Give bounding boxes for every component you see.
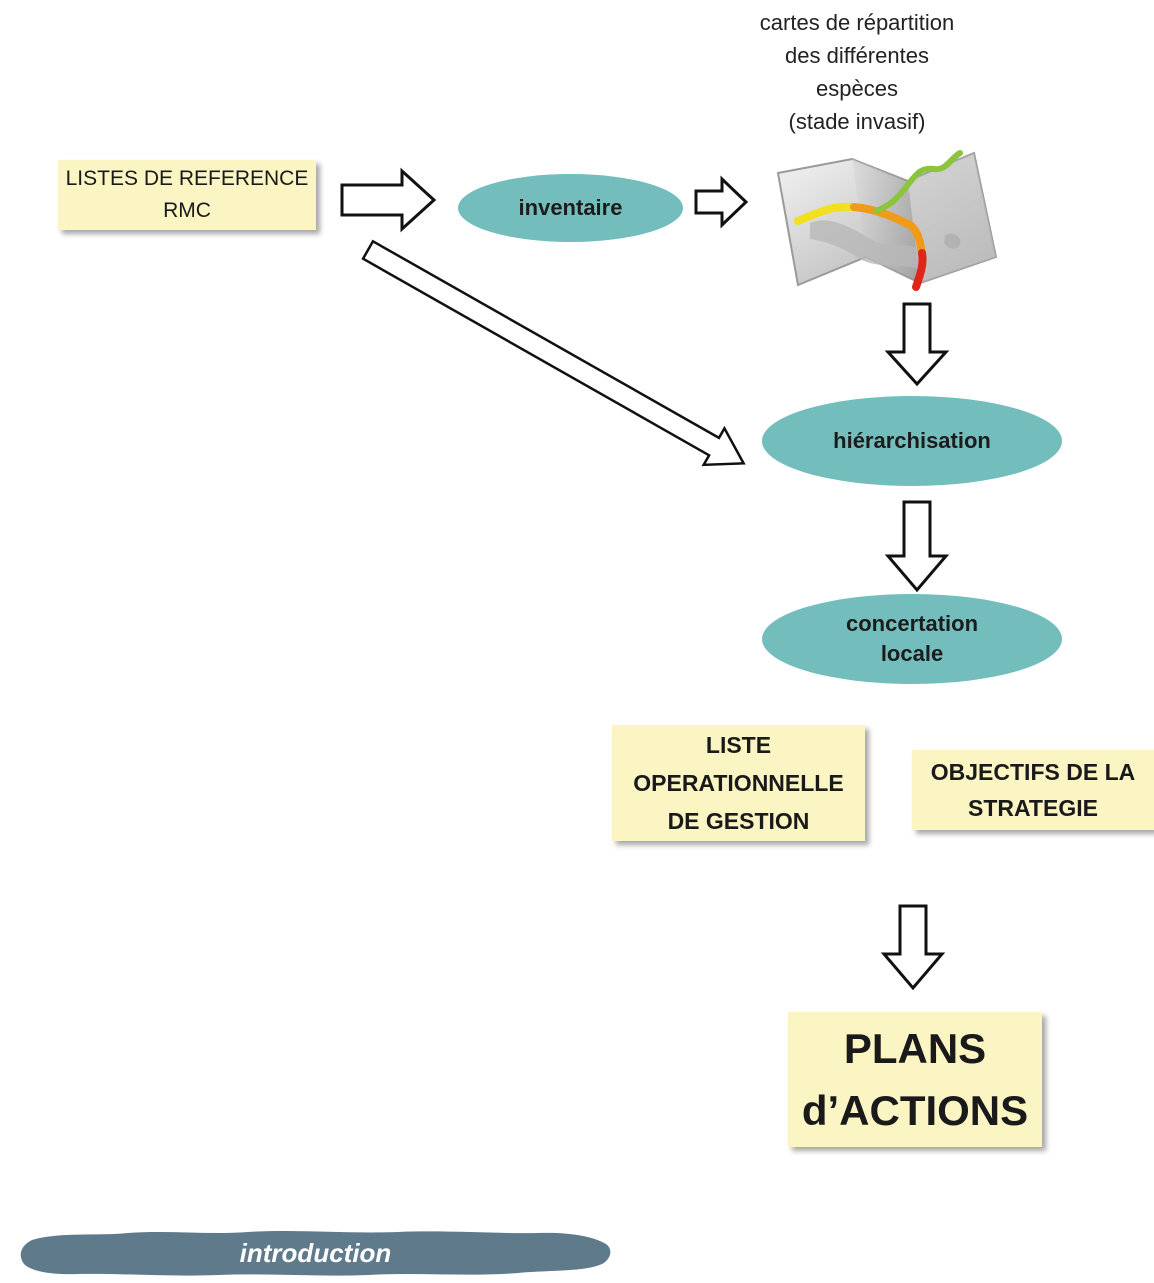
arrow-to-prioritization [361,239,746,467]
arrow-map-to-prioritization [884,302,950,387]
consultation-oval: concertation locale [762,594,1062,684]
action-plans-box: PLANS d’ACTIONS [788,1012,1042,1147]
introduction-banner[interactable]: introduction [18,1228,613,1278]
arrow-to-consultation [884,500,950,593]
action-plans-label: PLANS d’ACTIONS [801,1024,1029,1134]
inventory-label: inventaire [518,195,623,221]
strategy-objectives-label: OBJECTIFS DE LA STRATEGIE [930,759,1136,821]
map-icon [776,150,998,291]
reference-list-box: LISTES DE REFERENCE RMC [58,160,316,230]
arrow-to-map [694,175,749,229]
banner-background [20,1231,611,1276]
reference-list-label: LISTES DE REFERENCE RMC [65,167,309,222]
arrow-to-action-plans [880,904,946,991]
introduction-label: introduction [239,1237,392,1268]
strategy-objectives-box: OBJECTIFS DE LA STRATEGIE [912,750,1154,830]
prioritization-label: hiérarchisation [833,428,991,454]
operational-list-label: LISTE OPERATIONNELLE DE GESTION [633,732,844,834]
arrow-to-inventory [340,167,437,233]
consultation-label: concertation locale [845,611,979,666]
inventory-oval: inventaire [458,174,683,242]
operational-list-box: LISTE OPERATIONNELLE DE GESTION [612,725,865,841]
prioritization-oval: hiérarchisation [762,396,1062,486]
map-caption: cartes de répartition des différentes es… [759,10,955,134]
